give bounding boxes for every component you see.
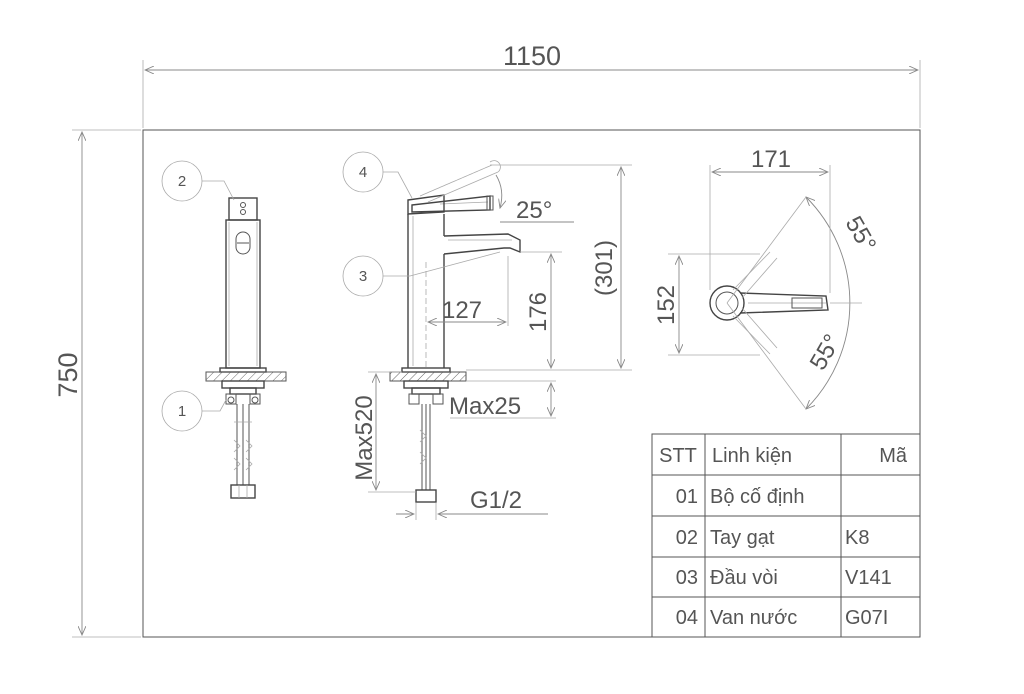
table-cell: G07I: [845, 607, 888, 629]
parts-table: STT Linh kiện Mã 01 Bộ cố định 02 Tay gạ…: [651, 433, 921, 638]
balloon-1: 1: [161, 390, 227, 432]
top-width-label: 171: [751, 146, 791, 173]
max-deck-label: Max25: [449, 393, 521, 420]
table-header-code: Mã: [879, 445, 908, 467]
table-cell: 03: [676, 567, 698, 589]
thread-dimension: G1/2: [396, 487, 548, 520]
svg-text:1: 1: [178, 403, 186, 420]
svg-text:4: 4: [359, 164, 367, 181]
drawing-frame: [142, 129, 921, 638]
table-cell: V141: [845, 567, 892, 589]
faucet-front-view: [205, 197, 287, 499]
table-header-part: Linh kiện: [712, 445, 792, 467]
max-deck-dimension: Max25: [449, 380, 556, 420]
table-cell: Van nước: [710, 607, 797, 629]
overall-height-label: 750: [53, 352, 83, 397]
table-cell: 02: [676, 527, 698, 549]
top-depth-label: 152: [653, 285, 680, 325]
spout-reach-label: 127: [442, 297, 482, 324]
spout-height-label: 176: [525, 292, 552, 332]
overall-width-dimension: 1150: [142, 41, 921, 128]
svg-text:3: 3: [359, 268, 367, 285]
total-height-dimension: (301): [466, 164, 632, 371]
balloon-3: 3: [342, 251, 501, 297]
balloon-4: 4: [342, 151, 413, 199]
top-depth-dimension: 152: [653, 253, 760, 356]
overall-height-dimension: 750: [53, 129, 141, 638]
balloon-2: 2: [161, 160, 235, 202]
spout-height-dimension: 176: [520, 251, 562, 368]
spout-reach-dimension: 127: [428, 256, 509, 326]
faucet-top-view: [709, 197, 862, 409]
overall-width-label: 1150: [503, 41, 561, 71]
table-cell: K8: [845, 527, 869, 549]
hose-length-dimension: Max520: [351, 371, 416, 493]
handle-angle-dimension: 25°: [495, 174, 574, 224]
handle-angle-label: 25°: [516, 197, 552, 224]
table-cell: Bộ cố định: [710, 486, 805, 508]
hose-length-label: Max520: [351, 395, 378, 480]
rotation-lower-label: 55°: [805, 330, 847, 375]
table-header-stt: STT: [659, 445, 697, 467]
table-cell: Tay gạt: [710, 527, 775, 549]
total-height-label: (301): [591, 240, 618, 296]
table-cell: 01: [676, 486, 698, 508]
top-width-dimension: 171: [709, 146, 831, 293]
rotation-upper-label: 55°: [840, 212, 882, 257]
table-cell: 04: [676, 607, 698, 629]
svg-text:2: 2: [178, 173, 186, 190]
faucet-side-view: [389, 160, 521, 503]
table-cell: Đầu vòi: [710, 567, 778, 589]
thread-label: G1/2: [470, 487, 522, 514]
